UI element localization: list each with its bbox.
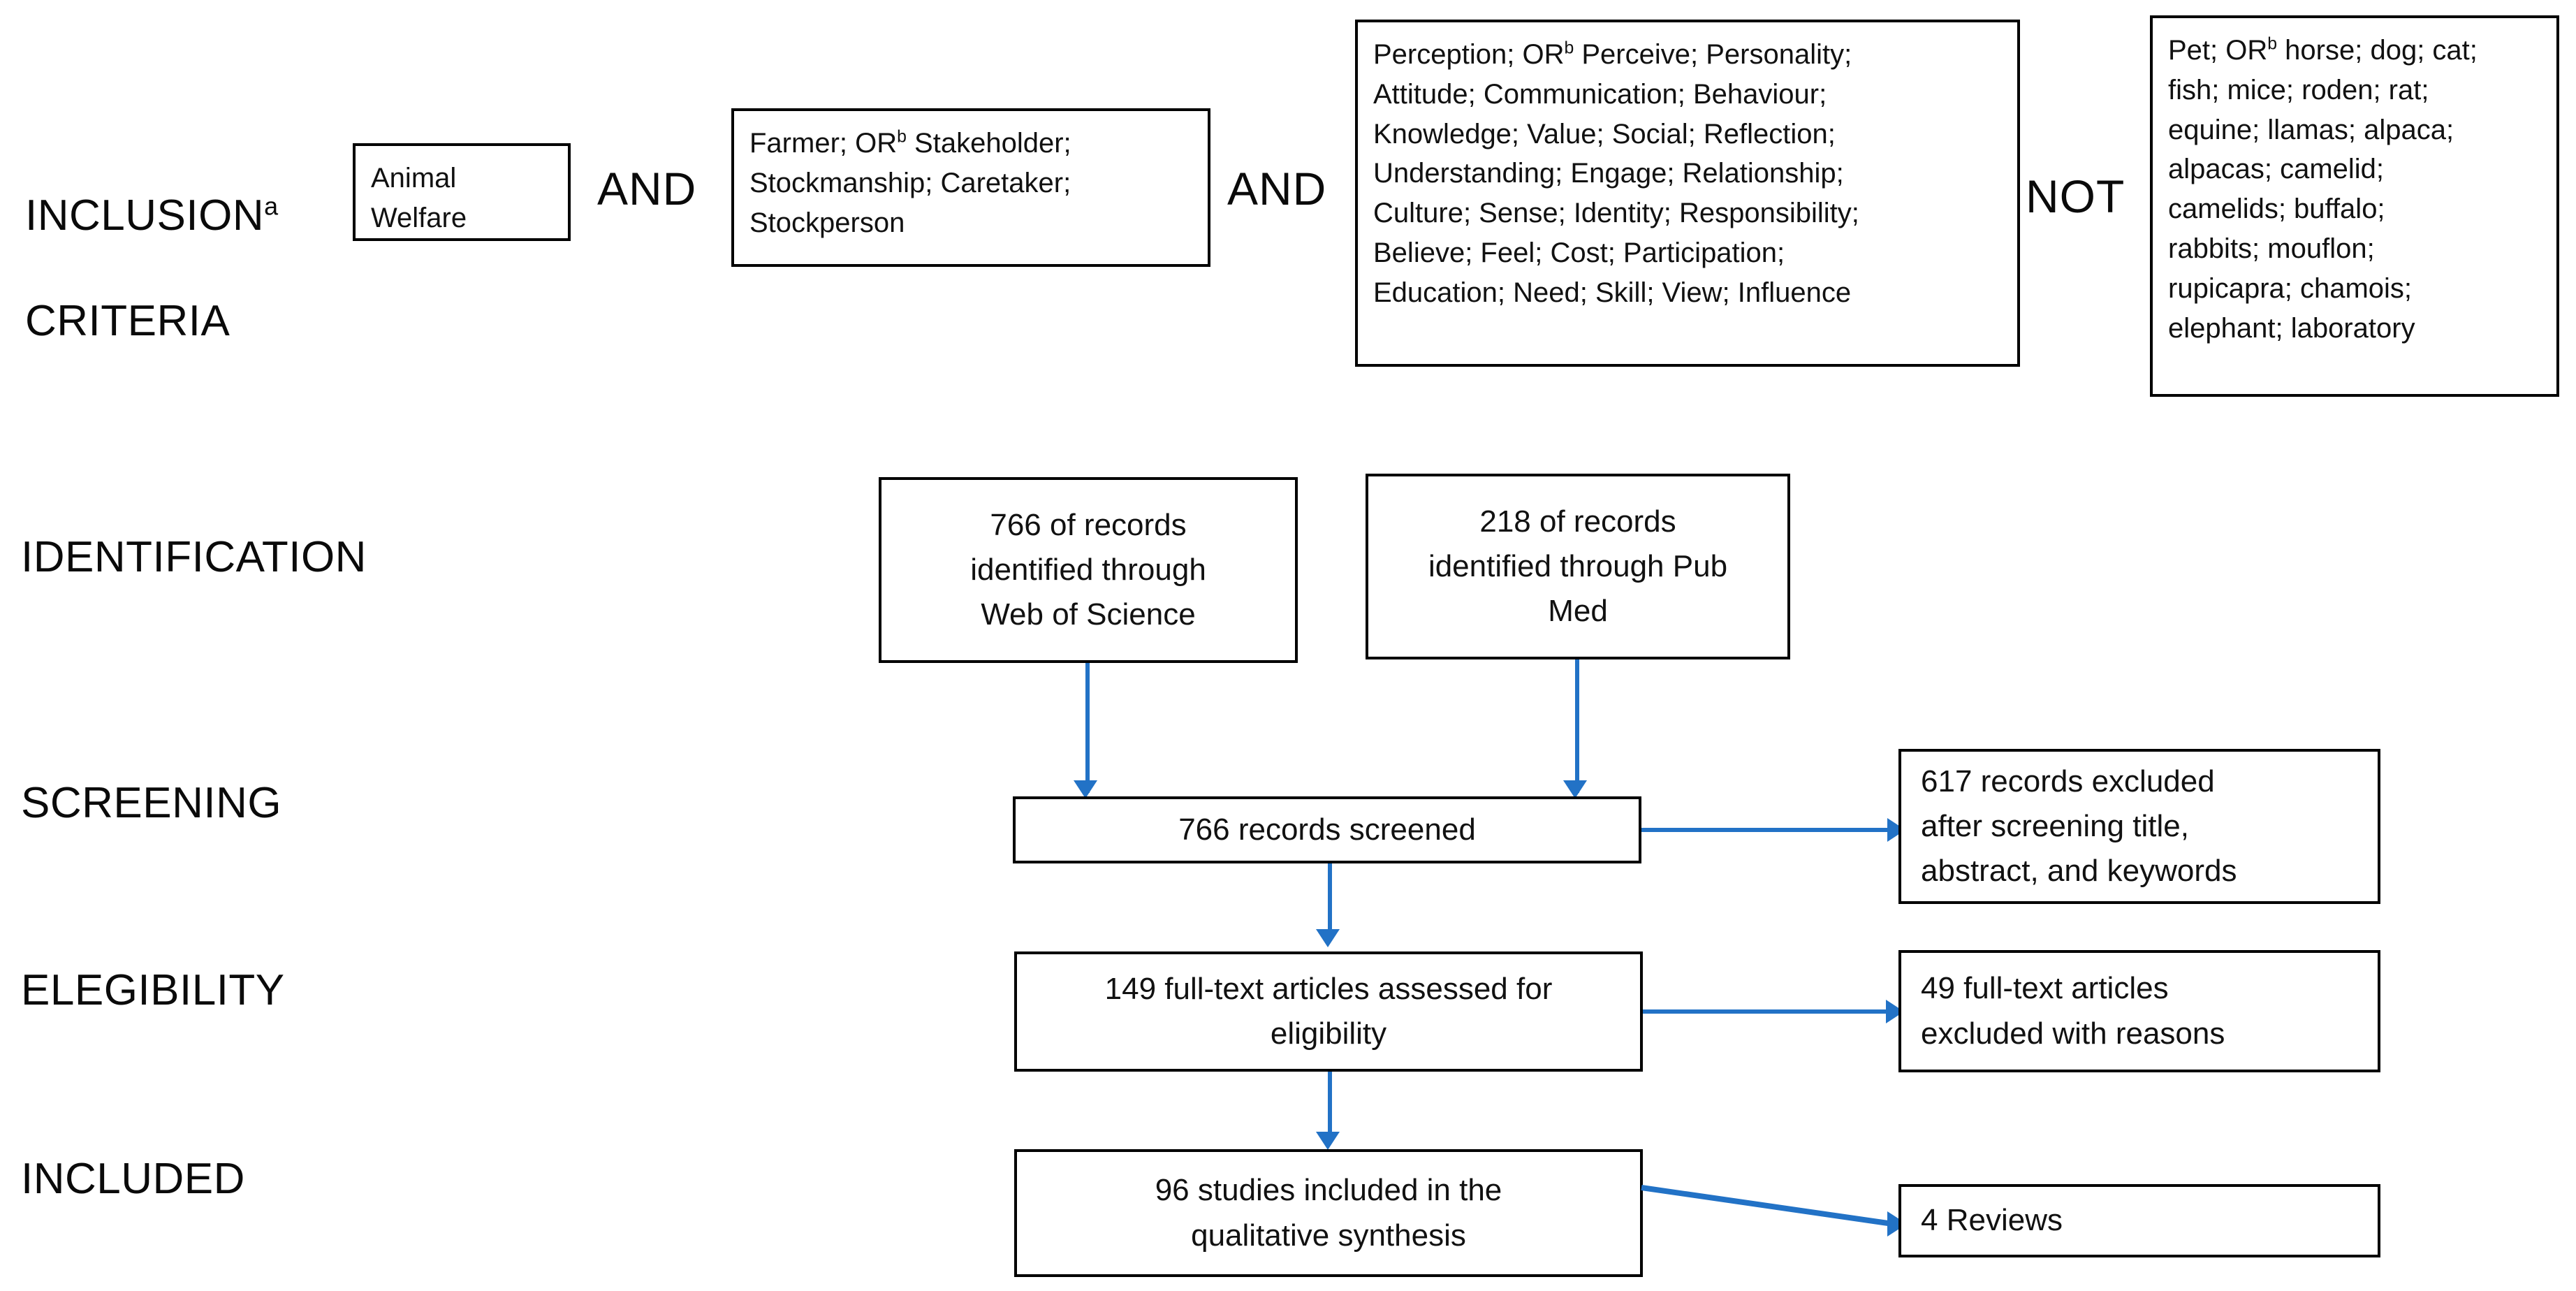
exclusion-post-sup: horse; dog; cat; [2277, 35, 2478, 66]
perception-line-5: Culture; Sense; Identity; Responsibility… [1373, 198, 1859, 229]
exclusion-line-6: rabbits; mouflon; [2168, 233, 2375, 264]
stage-label-screening: SCREENING [21, 779, 282, 827]
flow-box-identification-pubmed[interactable]: 218 of records identified through Pub Me… [1366, 474, 1790, 659]
reviews-text: 4 Reviews [1921, 1203, 2063, 1238]
query-box-concept-terms[interactable]: Perception; ORb Perceive; Personality; A… [1355, 20, 2020, 367]
fulltext-excluded-line-1: 49 full-text articles [1921, 971, 2169, 1006]
arrow-down-icon-eligibility-to-included [1316, 1132, 1340, 1150]
perception-line-1: Perception; ORb Perceive; Personality; [1373, 35, 2002, 75]
animal-welfare-line-2: Welfare [371, 202, 467, 233]
fulltext-assessed-line-2: eligibility [1270, 1016, 1387, 1051]
flow-box-fulltext-assessed[interactable]: 149 full-text articles assessed for elig… [1014, 951, 1643, 1072]
flow-box-records-screened[interactable]: 766 records screened [1013, 796, 1641, 863]
fulltext-excluded-line-2: excluded with reasons [1921, 1016, 2225, 1051]
arrow-down-icon-pubmed-to-screened [1563, 780, 1587, 798]
farmer-line-3: Stockperson [749, 207, 905, 238]
operator-not-1: NOT [2026, 170, 2125, 222]
fulltext-assessed-line-1: 149 full-text articles assessed for [1104, 971, 1553, 1006]
flow-box-studies-included[interactable]: 96 studies included in the qualitative s… [1014, 1149, 1643, 1277]
operator-and-1: AND [597, 163, 697, 214]
studies-included-line-2: qualitative synthesis [1191, 1218, 1466, 1253]
operator-and-2: AND [1227, 163, 1327, 214]
query-box-population-terms[interactable]: Farmer; ORb Stakeholder; Stockmanship; C… [731, 108, 1210, 267]
inclusion-criteria-line1: INCLUSION [25, 191, 265, 240]
perception-line-4: Understanding; Engage; Relationship; [1373, 158, 1844, 189]
query-box-animal-welfare[interactable]: Animal Welfare [353, 143, 571, 241]
farmer-post-sup: Stakeholder; [906, 128, 1071, 159]
exclusion-line-5: camelids; buffalo; [2168, 194, 2385, 225]
exclusion-line-2: fish; mice; roden; rat; [2168, 74, 2429, 105]
perception-post-sup: Perceive; Personality; [1574, 39, 1852, 70]
exclusion-superscript: b [2267, 34, 2278, 54]
connector-wos-to-screened [1085, 663, 1090, 793]
inclusion-criteria-superscript: a [264, 191, 279, 220]
flow-box-records-excluded[interactable]: 617 records excluded after screening tit… [1898, 749, 2380, 904]
arrow-down-icon-wos-to-screened [1074, 780, 1097, 798]
animal-welfare-line-1: Animal [371, 163, 457, 194]
exclusion-line-3: equine; llamas; alpaca; [2168, 114, 2454, 145]
inclusion-criteria-line2: CRITERIA [25, 296, 230, 345]
stage-label-eligibility: ELEGIBILITY [21, 966, 285, 1014]
studies-included-line-1: 96 studies included in the [1155, 1173, 1502, 1208]
pubmed-line-1: 218 of records [1479, 504, 1676, 539]
wos-line-3: Web of Science [981, 597, 1196, 632]
pubmed-line-3: Med [1548, 594, 1608, 629]
flow-box-reviews[interactable]: 4 Reviews [1898, 1184, 2380, 1257]
connector-screened-to-eligibility [1328, 863, 1332, 940]
perception-line-2: Attitude; Communication; Behaviour; [1373, 78, 1827, 110]
records-excluded-line-1: 617 records excluded [1921, 764, 2215, 798]
records-excluded-line-2: after screening title, [1921, 808, 2189, 843]
records-screened-text: 766 records screened [1178, 812, 1476, 847]
connector-pubmed-to-screened [1575, 659, 1579, 793]
exclusion-line-8: elephant; laboratory [2168, 312, 2415, 344]
perception-line-7: Education; Need; Skill; View; Influence [1373, 277, 1852, 308]
farmer-pre-sup: Farmer; OR [749, 128, 898, 159]
flow-box-fulltext-excluded[interactable]: 49 full-text articles excluded with reas… [1898, 950, 2380, 1072]
exclusion-line-4: alpacas; camelid; [2168, 154, 2385, 185]
exclusion-line-7: rupicapra; chamois; [2168, 272, 2413, 304]
wos-line-2: identified through [970, 552, 1206, 587]
stage-label-identification: IDENTIFICATION [21, 533, 367, 581]
connector-included-to-reviews [1641, 1185, 1907, 1237]
perception-line-6: Believe; Feel; Cost; Participation; [1373, 237, 1785, 268]
stage-label-included: INCLUDED [21, 1155, 245, 1203]
arrow-down-icon-screened-to-eligibility [1316, 929, 1340, 947]
farmer-line-2: Stockmanship; Caretaker; [749, 167, 1071, 198]
farmer-line-1: Farmer; ORb Stakeholder; [749, 124, 1192, 163]
connector-eligibility-to-included [1328, 1072, 1332, 1142]
records-excluded-line-3: abstract, and keywords [1921, 854, 2237, 889]
wos-line-1: 766 of records [990, 507, 1187, 542]
perception-pre-sup: Perception; OR [1373, 39, 1565, 70]
query-box-exclusion-terms[interactable]: Pet; ORb horse; dog; cat; fish; mice; ro… [2150, 15, 2559, 397]
flow-box-identification-web-of-science[interactable]: 766 of records identified through Web of… [879, 477, 1298, 663]
perception-superscript: b [1564, 38, 1574, 58]
connector-screened-to-excluded [1641, 828, 1893, 832]
exclusion-line-1: Pet; ORb horse; dog; cat; [2168, 31, 2541, 71]
connector-eligibility-to-excluded [1643, 1009, 1890, 1014]
farmer-superscript: b [897, 127, 907, 147]
perception-line-3: Knowledge; Value; Social; Reflection; [1373, 118, 1836, 149]
exclusion-pre-sup: Pet; OR [2168, 35, 2268, 66]
pubmed-line-2: identified through Pub [1428, 548, 1728, 583]
stage-label-inclusion-criteria: INCLUSIONa CRITERIA [25, 136, 279, 348]
